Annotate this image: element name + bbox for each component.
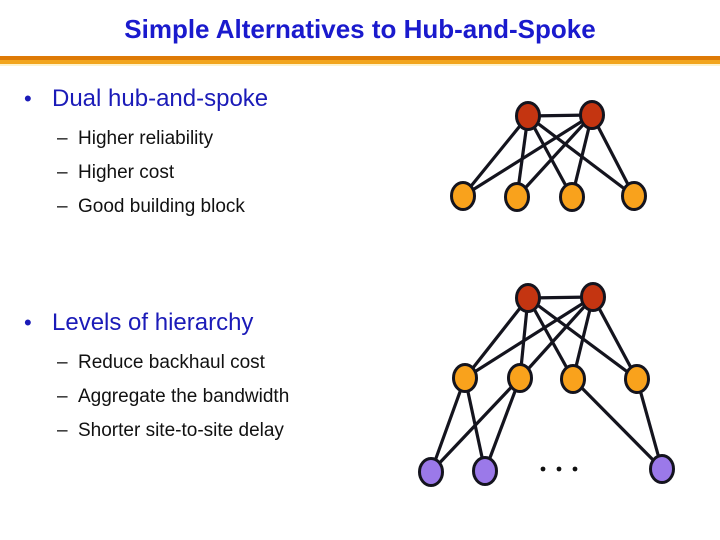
sub-bullet-item: – Higher cost [57,161,268,185]
section-heading: Dual hub-and-spoke [52,85,269,112]
link-hub1-mid2 [518,297,530,379]
sub-bullet-text: Higher cost [78,162,175,183]
dash-icon: – [57,420,68,441]
ellipsis-dot-2 [556,466,562,472]
leaf-node-leaf2 [472,456,498,486]
link-hub2-spoke1 [462,113,593,198]
dash-icon: – [57,352,68,373]
link-hub1-mid4 [527,296,638,381]
bullet-icon: • [24,310,32,335]
hub-node-hub2 [579,100,605,130]
ellipsis-dot-1 [540,466,546,472]
link-hub2-mid1 [464,295,594,380]
link-hub1-mid3 [526,297,575,380]
sub-bullet-text: Good building block [78,196,245,217]
hierarchy-diagram [418,282,675,487]
spoke-node-mid2 [507,363,533,393]
bullet-icon: • [24,86,32,111]
link-hub2-mid2 [518,295,595,380]
spoke-node-mid1 [452,363,478,393]
hub-node-hub2 [580,282,606,312]
section-heading: Levels of hierarchy [52,309,254,336]
dash-icon: – [57,128,68,149]
spoke-node-spoke3 [559,182,585,212]
section-heading-row: • Levels of hierarchy [24,308,289,338]
section-levels-of-hierarchy: • Levels of hierarchy – Reduce backhaul … [24,308,289,453]
sub-bullet-text: Aggregate the bandwidth [78,386,290,407]
link-mid1-leaf2 [463,377,487,472]
link-hub1-spoke3 [526,115,574,198]
link-hub2-spoke3 [570,114,594,198]
spoke-node-spoke1 [450,181,476,211]
sub-bullet-item: – Higher reliability [57,127,268,151]
spoke-node-mid4 [624,364,650,394]
sub-bullet-text: Higher reliability [78,128,214,149]
spoke-node-spoke2 [504,182,530,212]
link-hub1-hub2 [527,295,594,300]
link-hub2-mid3 [571,296,595,380]
dash-icon: – [57,386,68,407]
link-hub1-spoke4 [527,114,635,198]
section-dual-hub-and-spoke: • Dual hub-and-spoke – Higher reliabilit… [24,84,268,229]
link-hub1-spoke2 [515,115,530,198]
link-hub2-spoke4 [590,114,636,197]
link-mid2-leaf1 [429,376,522,474]
link-hub1-mid1 [463,297,530,379]
link-hub2-mid4 [591,296,639,380]
link-mid1-leaf1 [429,377,467,473]
title-divider [0,56,720,66]
dash-icon: – [57,196,68,217]
sub-bullet-list: – Reduce backhaul cost – Aggregate the b… [24,351,289,443]
link-hub2-spoke2 [515,113,594,199]
sub-bullet-text: Reduce backhaul cost [78,352,265,373]
hub-node-hub1 [515,283,541,313]
section-heading-row: • Dual hub-and-spoke [24,84,268,114]
sub-bullet-text: Shorter site-to-site delay [78,420,284,441]
link-mid3-leaf3 [571,377,664,471]
sub-bullet-item: – Shorter site-to-site delay [57,419,289,443]
link-mid2-leaf2 [483,377,522,472]
page-title: Simple Alternatives to Hub-and-Spoke [124,14,596,44]
link-hub1-hub2 [527,113,593,118]
link-hub1-spoke1 [461,114,530,198]
sub-bullet-item: – Good building block [57,195,268,219]
sub-bullet-item: – Reduce backhaul cost [57,351,289,375]
spoke-node-mid3 [560,364,586,394]
ellipsis-dot-3 [572,466,578,472]
spoke-node-spoke4 [621,181,647,211]
dual-hub-and-spoke-diagram [450,100,647,212]
dash-icon: – [57,162,68,183]
link-mid4-leaf3 [635,378,664,470]
hub-node-hub1 [515,101,541,131]
leaf-node-leaf3 [649,454,675,484]
sub-bullet-item: – Aggregate the bandwidth [57,385,289,409]
leaf-node-leaf1 [418,457,444,487]
sub-bullet-list: – Higher reliability – Higher cost – Goo… [24,127,268,219]
